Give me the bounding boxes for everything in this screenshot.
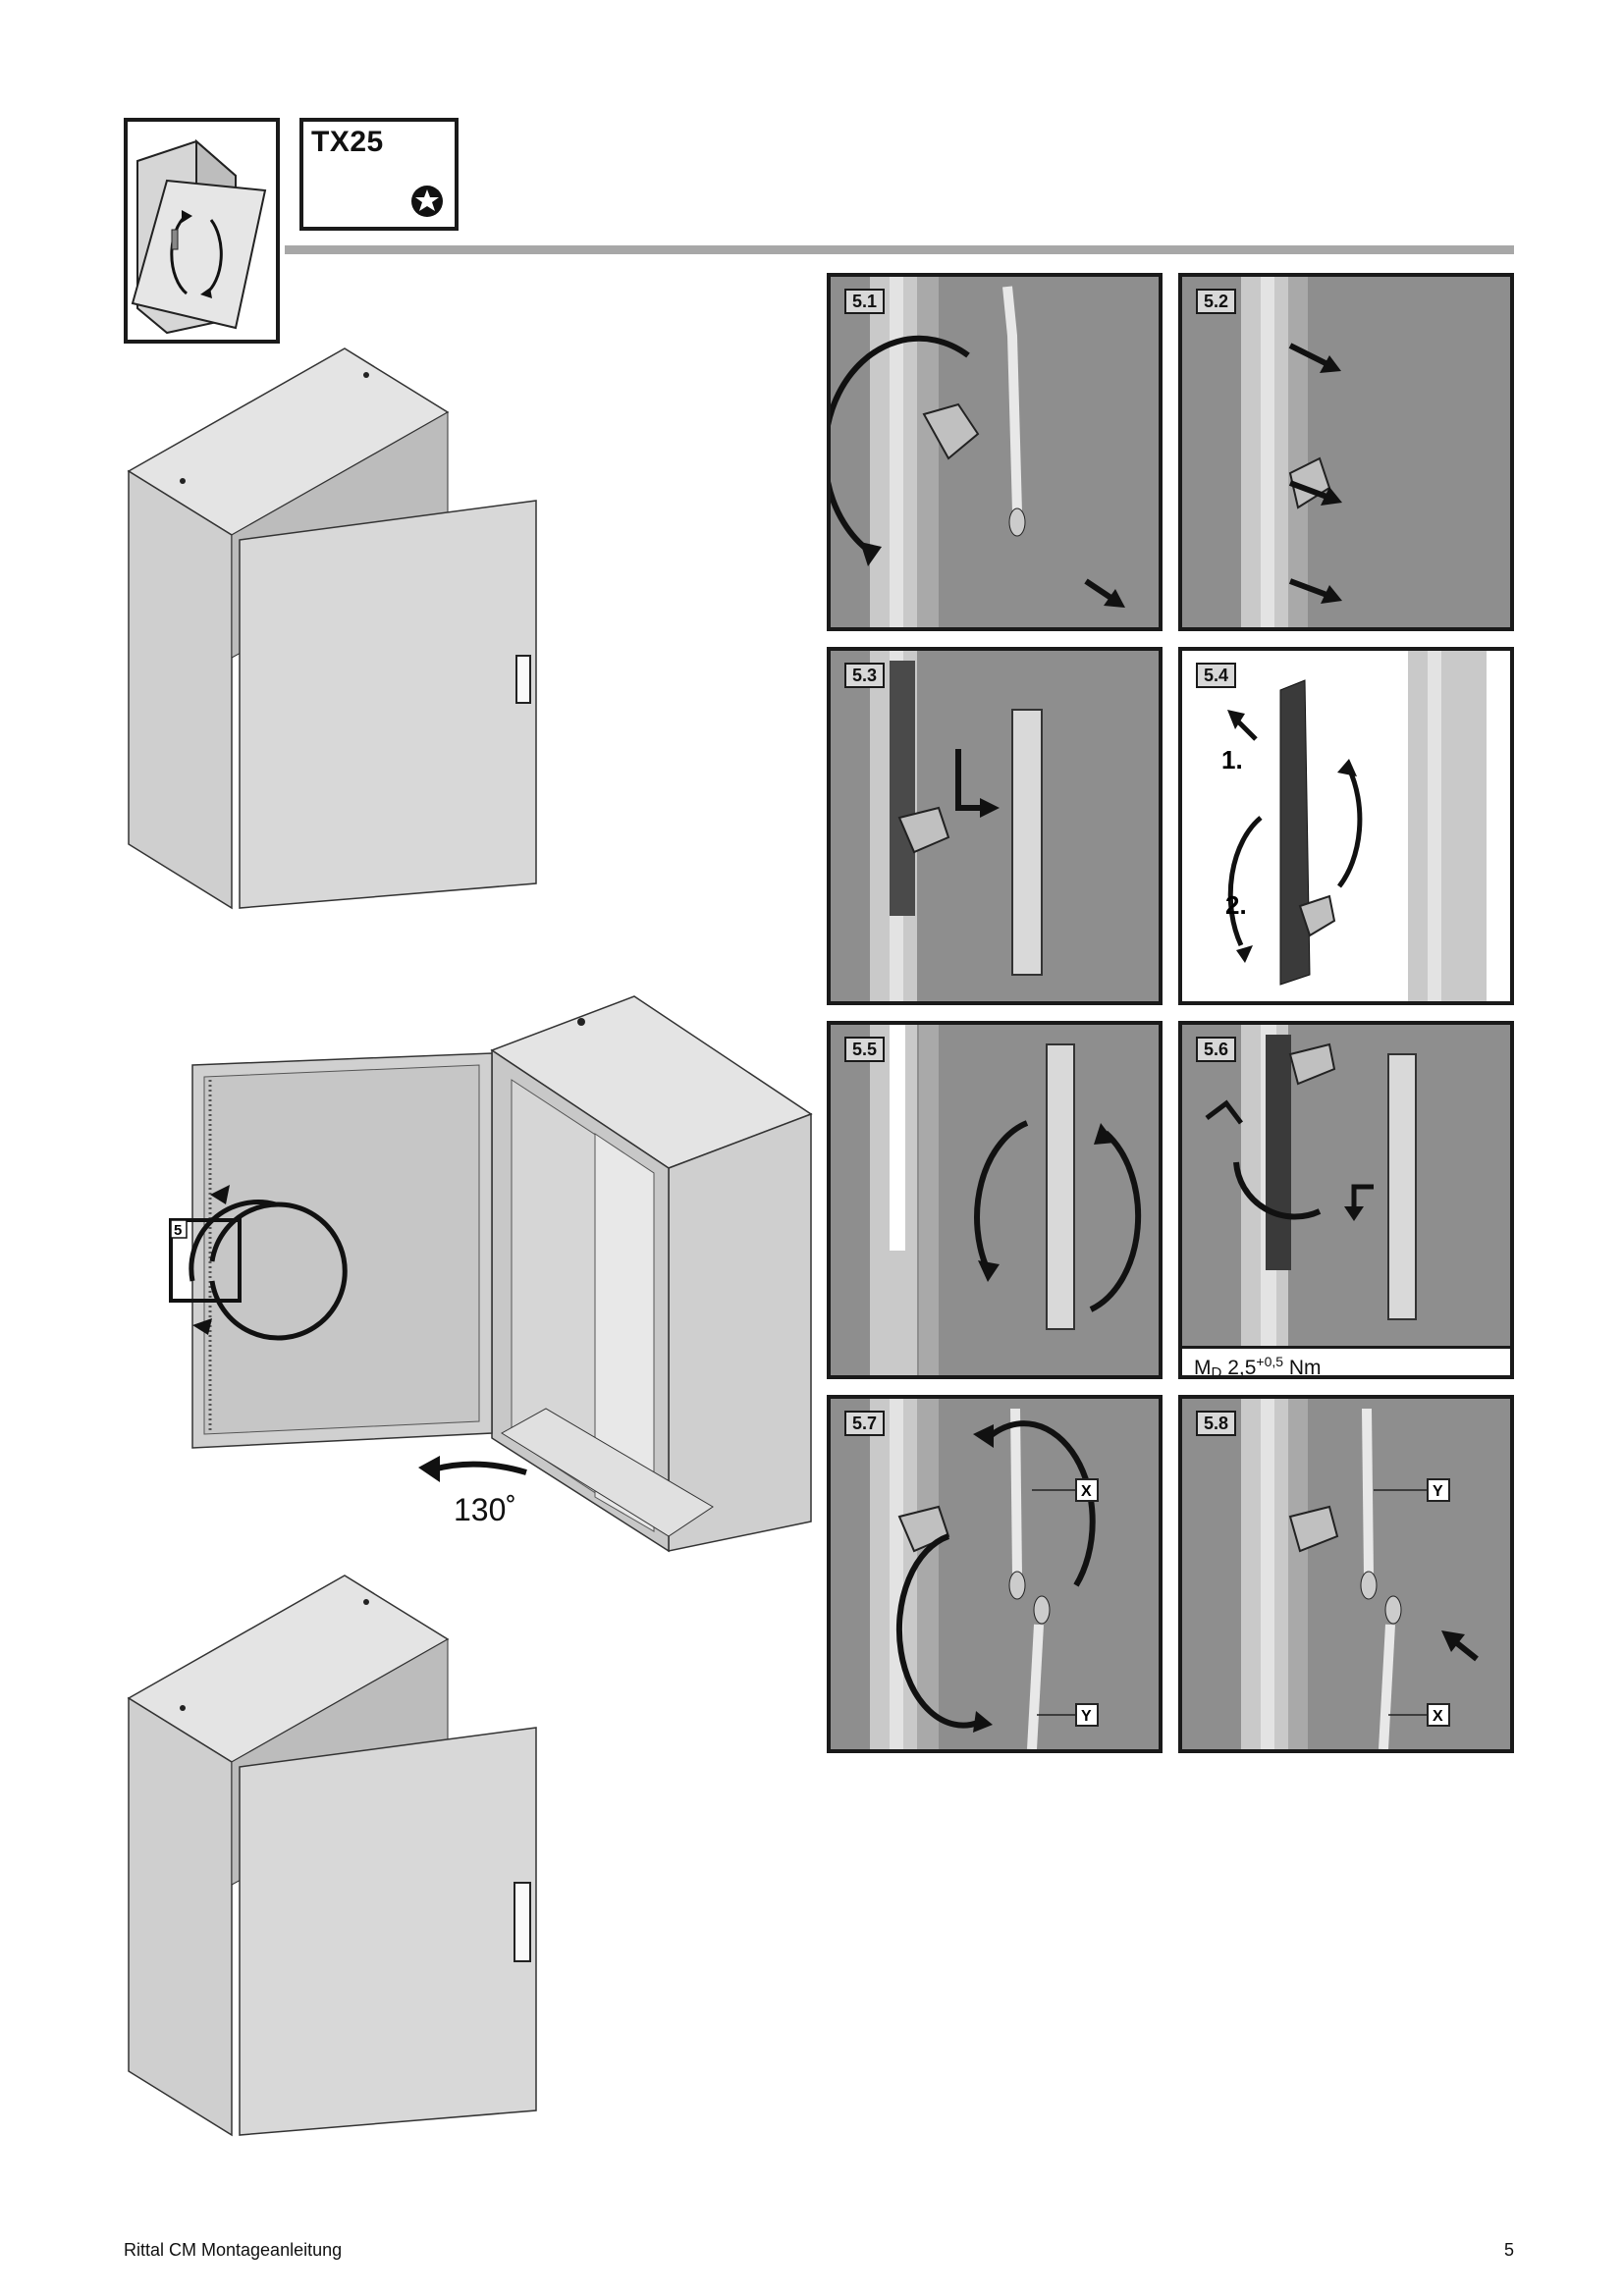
torque-spec: MD 2,5+0,5 Nm <box>1182 1346 1510 1375</box>
step-5-2-panel: 5.2 <box>1178 273 1514 631</box>
rotate-door-icon <box>124 118 280 344</box>
cabinet-closed-illustration <box>127 347 537 910</box>
cabinet-open-illustration: 5 <box>169 995 813 1553</box>
tool-spec-box: TX25 <box>299 118 459 231</box>
step-label: 5.2 <box>1196 289 1237 314</box>
step-label: 5.6 <box>1196 1037 1237 1062</box>
callout-label: 5 <box>174 1222 182 1239</box>
step-5-1-panel: 5.1 <box>827 273 1163 631</box>
step-label: 5.5 <box>844 1037 886 1062</box>
torque-tolerance: +0,5 <box>1256 1354 1284 1369</box>
step-5-4-label-1: 1. <box>1221 745 1243 774</box>
header-rule <box>285 245 1514 254</box>
step-5-8-label-x: X <box>1433 1708 1443 1725</box>
torque-subscript: D <box>1211 1364 1222 1379</box>
tool-size-label: TX25 <box>311 126 384 158</box>
cabinet-final-illustration <box>127 1575 537 2137</box>
step-5-7-label-y: Y <box>1081 1708 1092 1725</box>
step-label: 5.8 <box>1196 1411 1237 1436</box>
torx-star-icon <box>411 186 443 217</box>
step-5-8-panel: Y X 5.8 <box>1178 1395 1514 1753</box>
opening-angle-label: 130˚ <box>454 1492 517 1527</box>
torque-symbol: M <box>1194 1357 1212 1379</box>
step-5-5-panel: 5.5 <box>827 1021 1163 1379</box>
torque-unit: Nm <box>1288 1357 1322 1379</box>
step-5-4-panel: 1. 2. 5.4 <box>1178 647 1514 1005</box>
footer-document-title: Rittal CM Montageanleitung <box>124 2240 343 2260</box>
step-5-3-panel: 5.3 <box>827 647 1163 1005</box>
step-5-6-panel: 5.6 MD 2,5+0,5 Nm <box>1178 1021 1514 1379</box>
step-label: 5.1 <box>844 289 886 314</box>
step-label: 5.4 <box>1196 663 1237 688</box>
step-5-8-label-y: Y <box>1433 1483 1443 1500</box>
step-label: 5.3 <box>844 663 886 688</box>
step-5-7-panel: X Y 5.7 <box>827 1395 1163 1753</box>
step-5-7-label-x: X <box>1081 1483 1092 1500</box>
step-label: 5.7 <box>844 1411 886 1436</box>
torque-value: 2,5 <box>1227 1357 1257 1379</box>
step-5-4-label-2: 2. <box>1225 890 1247 920</box>
footer-page-number: 5 <box>1504 2240 1515 2260</box>
